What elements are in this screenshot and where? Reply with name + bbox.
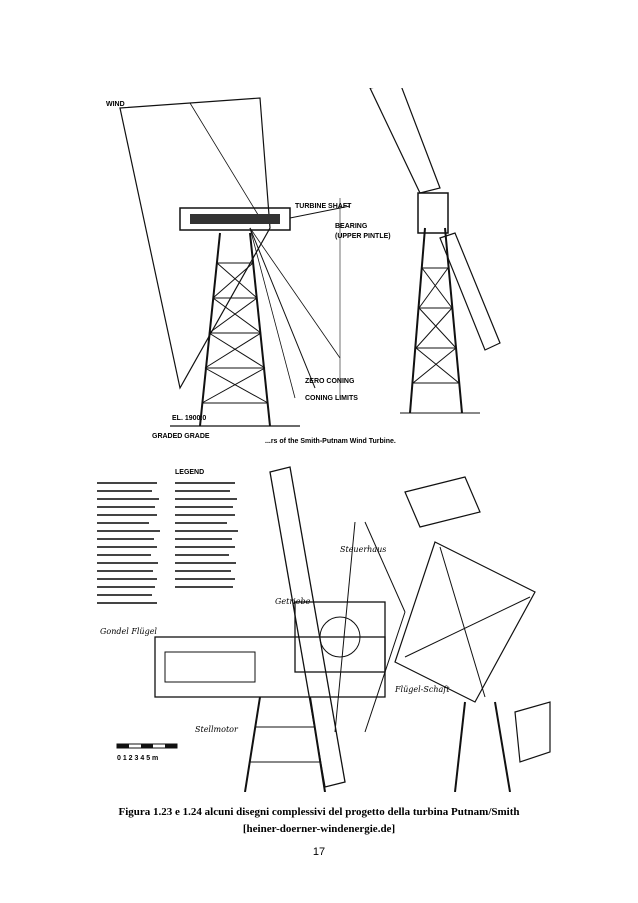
turbine-shaft-label: TURBINE SHAFT xyxy=(295,203,352,210)
annotation-schaft: Flügel-Schaft xyxy=(394,685,450,694)
figure-caption-line2: [heiner-doerner-windenergie.de] xyxy=(242,823,396,835)
zero-coning-label: ZERO CONING xyxy=(305,378,355,385)
nacelle-detail-drawing: LEGEND Steuerhaus Getriebe Gondel Flüg xyxy=(97,466,551,792)
grade-label: GRADED GRADE xyxy=(152,433,210,440)
coning-limits-label: CONING LIMITS xyxy=(305,395,358,402)
scale-label: 0 1 2 3 4 5 m xyxy=(117,755,158,762)
annotation-stellmotor: Stellmotor xyxy=(195,725,239,734)
legend-title: LEGEND xyxy=(175,469,204,476)
upper-pintle-label: (UPPER PINTLE) xyxy=(335,233,391,240)
annotation-getriebe: Getriebe xyxy=(275,597,311,606)
scale-bar: 0 1 2 3 4 5 m xyxy=(116,743,178,762)
annotation-steuerhaus: Steuerhaus xyxy=(340,545,386,554)
annotation-gondel: Gondel Flügel xyxy=(100,627,157,636)
elevation-label: EL. 1900.0 xyxy=(172,415,206,422)
bearing-label: BEARING xyxy=(335,223,368,230)
legend-lines xyxy=(97,482,238,604)
tower-right xyxy=(409,227,463,414)
tower-left xyxy=(199,232,271,427)
drawing-title: ...rs of the Smith-Putnam Wind Turbine. xyxy=(265,438,396,445)
turbine-elevation-drawing: WIND TURBINE SHAFT BEARING (UPPER PINTLE… xyxy=(106,88,501,445)
wind-label: WIND xyxy=(106,101,125,108)
figure-caption-line1: Figura 1.23 e 1.24 alcuni disegni comple… xyxy=(118,806,520,818)
page-number: 17 xyxy=(312,846,326,858)
